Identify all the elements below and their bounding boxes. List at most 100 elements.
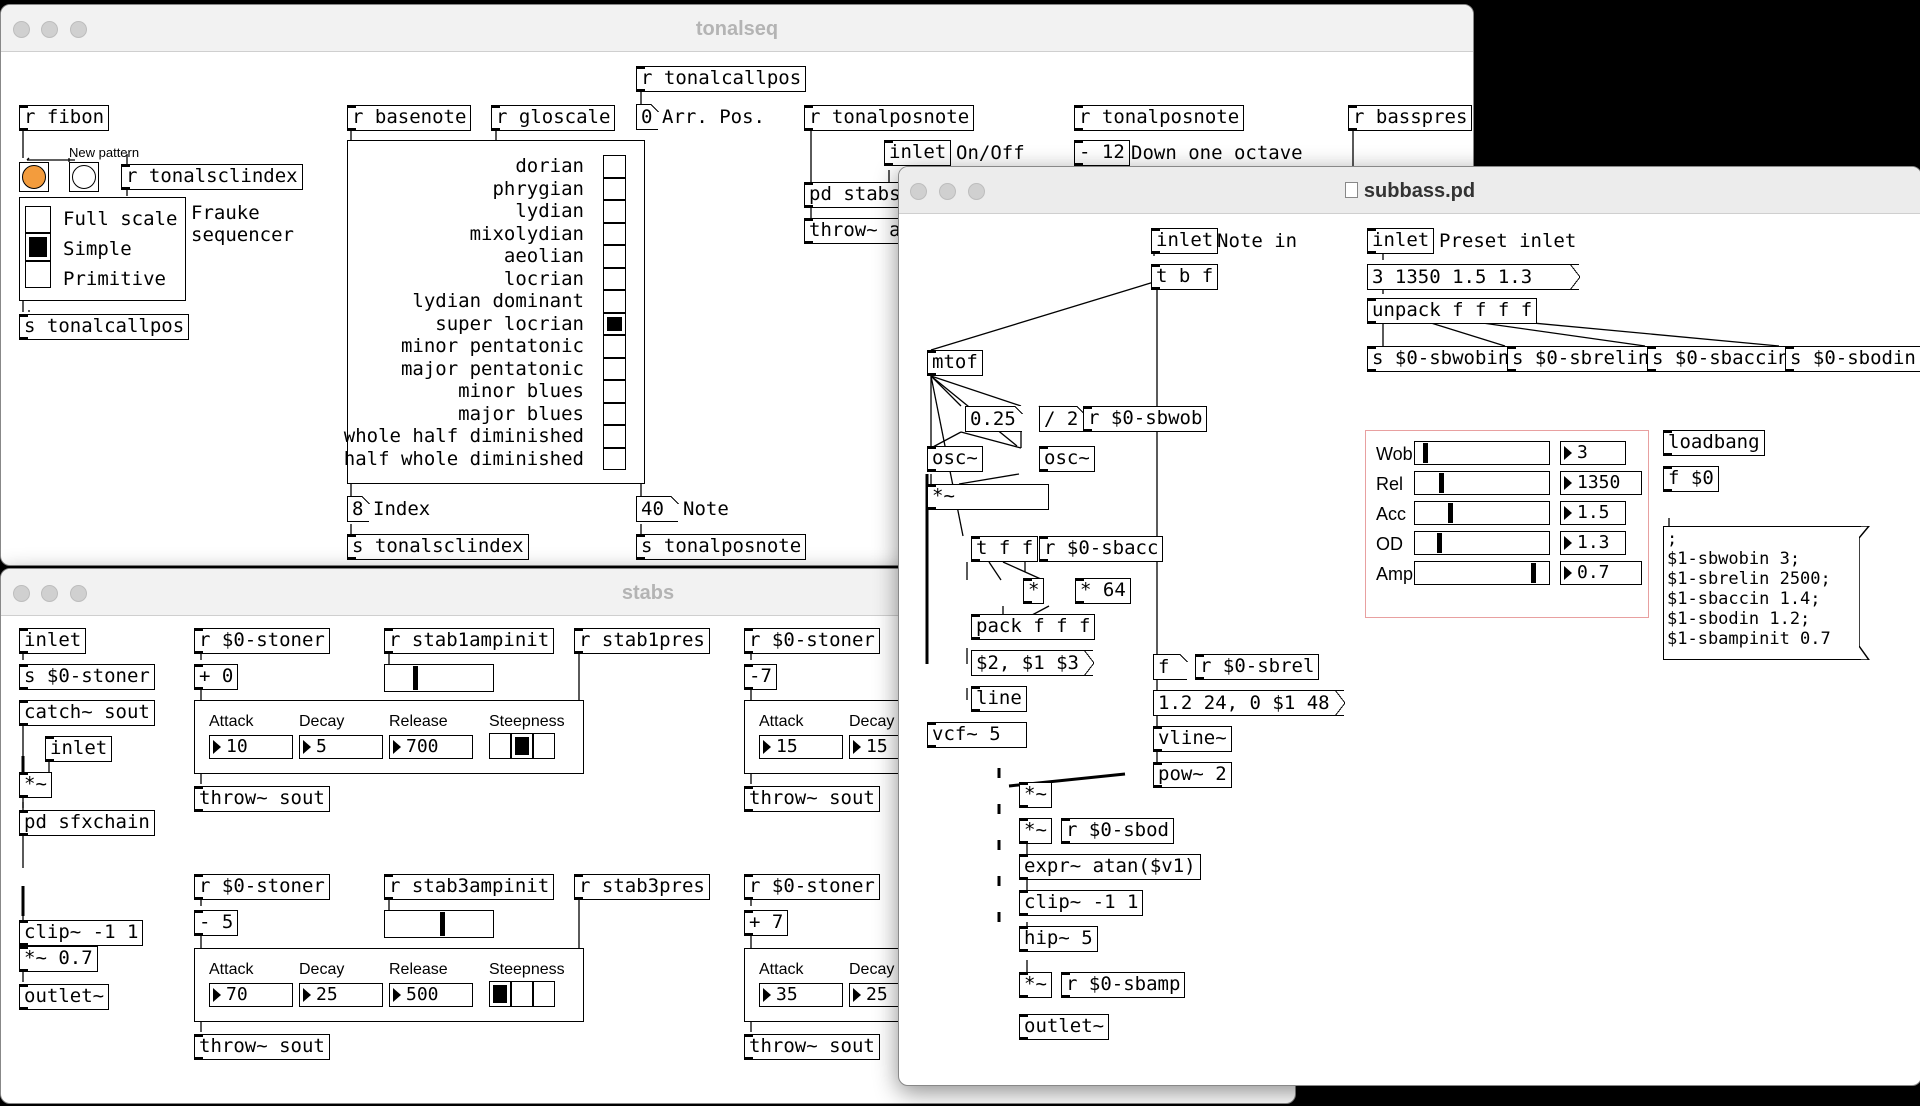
s-tonalposnote[interactable]: s tonalposnote — [636, 534, 807, 560]
mul-signal-4[interactable]: *~ — [1019, 972, 1052, 998]
scale-radio-cell[interactable] — [603, 155, 626, 178]
r-stoner-4[interactable]: r $0-stoner — [744, 874, 880, 900]
minimize-button[interactable] — [41, 21, 58, 38]
r-gloscale[interactable]: r gloscale — [491, 105, 616, 131]
scale-radio-cell[interactable] — [603, 447, 626, 470]
r-stab1pres[interactable]: r stab1pres — [574, 628, 710, 654]
s-sbwobin[interactable]: s $0-sbwobin — [1367, 346, 1515, 372]
r-sbrel[interactable]: r $0-sbrel — [1195, 654, 1320, 680]
r-stoner-3[interactable]: r $0-stoner — [194, 874, 330, 900]
zoom-button[interactable] — [968, 183, 985, 200]
attack-number[interactable]: 35 — [759, 983, 843, 1007]
r-basspres[interactable]: r basspres — [1348, 105, 1473, 131]
slider-value[interactable]: 1.5 — [1560, 501, 1626, 525]
s-tonalcallpos[interactable]: s tonalcallpos — [19, 314, 190, 340]
div-2[interactable]: / 2 — [1039, 406, 1086, 432]
inlet-onoff[interactable]: inlet — [884, 140, 952, 166]
pd-sfxchain[interactable]: pd sfxchain — [19, 810, 155, 836]
s-stoner[interactable]: s $0-stoner — [19, 664, 155, 690]
s-sbrelin[interactable]: s $0-sbrelin — [1507, 346, 1655, 372]
steepness-radio-2[interactable] — [533, 981, 555, 1007]
scale-radio-cell[interactable] — [603, 177, 626, 200]
mul-signal-1[interactable]: *~ — [927, 484, 1049, 510]
plus-0[interactable]: + 0 — [194, 664, 239, 690]
scale-radio-cell[interactable] — [603, 402, 626, 425]
minimize-button[interactable] — [41, 585, 58, 602]
scale-radio-cell[interactable] — [603, 245, 626, 268]
unpack-f-f-f-f[interactable]: unpack f f f f — [1367, 298, 1538, 324]
param-slider[interactable] — [1414, 531, 1550, 555]
outlet[interactable]: outlet~ — [1019, 1014, 1110, 1040]
mul-07[interactable]: *~ 0.7 — [19, 946, 98, 972]
param-slider[interactable] — [1414, 501, 1550, 525]
bang-button-fibon[interactable] — [19, 162, 49, 192]
osc-2[interactable]: osc~ — [1039, 446, 1095, 472]
slider-value[interactable]: 1350 — [1560, 471, 1642, 495]
r-tonalposnote-2[interactable]: r tonalposnote — [1074, 105, 1245, 131]
throw-sout-2[interactable]: throw~ sout — [744, 786, 880, 812]
release-number[interactable]: 500 — [389, 983, 473, 1007]
f-dollar-0[interactable]: f $0 — [1663, 466, 1719, 492]
scale-radio-cell[interactable] — [603, 290, 626, 313]
scale-radio-cell[interactable] — [603, 357, 626, 380]
param-slider[interactable] — [1414, 471, 1550, 495]
param-slider[interactable] — [1414, 441, 1550, 465]
inlet-note[interactable]: inlet — [1151, 228, 1219, 254]
scale-radio-cell[interactable] — [603, 425, 626, 448]
osc-1[interactable]: osc~ — [927, 446, 983, 472]
s-tonalsclindex[interactable]: s tonalsclindex — [347, 534, 529, 560]
vline[interactable]: vline~ — [1153, 726, 1232, 752]
r-tonalposnote-1[interactable]: r tonalposnote — [804, 105, 975, 131]
r-stab1ampinit[interactable]: r stab1ampinit — [384, 628, 555, 654]
r-sbod[interactable]: r $0-sbod — [1061, 818, 1174, 844]
radio-primitive[interactable] — [25, 261, 51, 288]
zoom-button[interactable] — [70, 585, 87, 602]
slider-knob[interactable] — [440, 912, 445, 936]
attack-number[interactable]: 70 — [209, 983, 293, 1007]
vcf[interactable]: vcf~ 5 — [927, 722, 1027, 748]
radio-full-scale[interactable] — [25, 206, 51, 233]
init-message[interactable]: ; $1-sbwobin 3; $1-sbrelin 2500; $1-sbac… — [1663, 526, 1870, 660]
bang-button-new-pattern[interactable] — [69, 162, 99, 192]
loadbang[interactable]: loadbang — [1663, 430, 1765, 456]
r-stoner-2[interactable]: r $0-stoner — [744, 628, 880, 654]
scale-radio-cell[interactable] — [603, 222, 626, 245]
pack-f-f-f[interactable]: pack f f f — [971, 614, 1096, 640]
scale-radio-cell[interactable] — [603, 335, 626, 358]
throw-sout-3[interactable]: throw~ sout — [194, 1034, 330, 1060]
slider-knob[interactable] — [1439, 473, 1445, 493]
preset-msg[interactable]: 3 1350 1.5 1.3 — [1367, 264, 1580, 290]
mul-star[interactable]: * — [1022, 578, 1045, 604]
s-sbaccin[interactable]: s $0-sbaccin — [1647, 346, 1795, 372]
r-basenote[interactable]: r basenote — [347, 105, 472, 131]
slider-knob[interactable] — [1531, 563, 1537, 583]
slider-value[interactable]: 3 — [1560, 441, 1626, 465]
steepness-radio-0[interactable] — [489, 733, 511, 759]
release-number[interactable]: 700 — [389, 735, 473, 759]
subbass-titlebar[interactable]: subbass.pd — [899, 167, 1920, 214]
f-number[interactable]: f — [1153, 654, 1188, 680]
throw-sout-4[interactable]: throw~ sout — [744, 1034, 880, 1060]
vline-msg[interactable]: 1.2 24, 0 $1 48 — [1153, 690, 1345, 716]
scale-radio[interactable] — [603, 155, 626, 470]
scale-radio-cell[interactable] — [603, 200, 626, 223]
line[interactable]: line — [971, 686, 1027, 712]
minus-5[interactable]: - 5 — [194, 910, 239, 936]
hip[interactable]: hip~ 5 — [1019, 926, 1098, 952]
scale-radio-cell[interactable] — [603, 312, 626, 335]
clip[interactable]: clip~ -1 1 — [19, 920, 144, 946]
steepness-radio-0[interactable] — [489, 981, 511, 1007]
r-sbwob[interactable]: r $0-sbwob — [1083, 406, 1208, 432]
r-stab3pres[interactable]: r stab3pres — [574, 874, 710, 900]
mul-signal[interactable]: *~ — [19, 772, 52, 798]
scale-radio-cell[interactable] — [603, 380, 626, 403]
mul-64[interactable]: * 64 — [1075, 578, 1131, 604]
scale-radio-cell[interactable] — [603, 267, 626, 290]
decay-number[interactable]: 25 — [299, 983, 383, 1007]
note-number[interactable]: 40 — [636, 496, 679, 522]
radio-simple[interactable] — [25, 233, 51, 261]
pd-stabs[interactable]: pd stabs — [804, 182, 906, 208]
outlet[interactable]: outlet~ — [19, 984, 110, 1010]
minimize-button[interactable] — [939, 183, 956, 200]
steepness-radio-1[interactable] — [511, 981, 533, 1007]
